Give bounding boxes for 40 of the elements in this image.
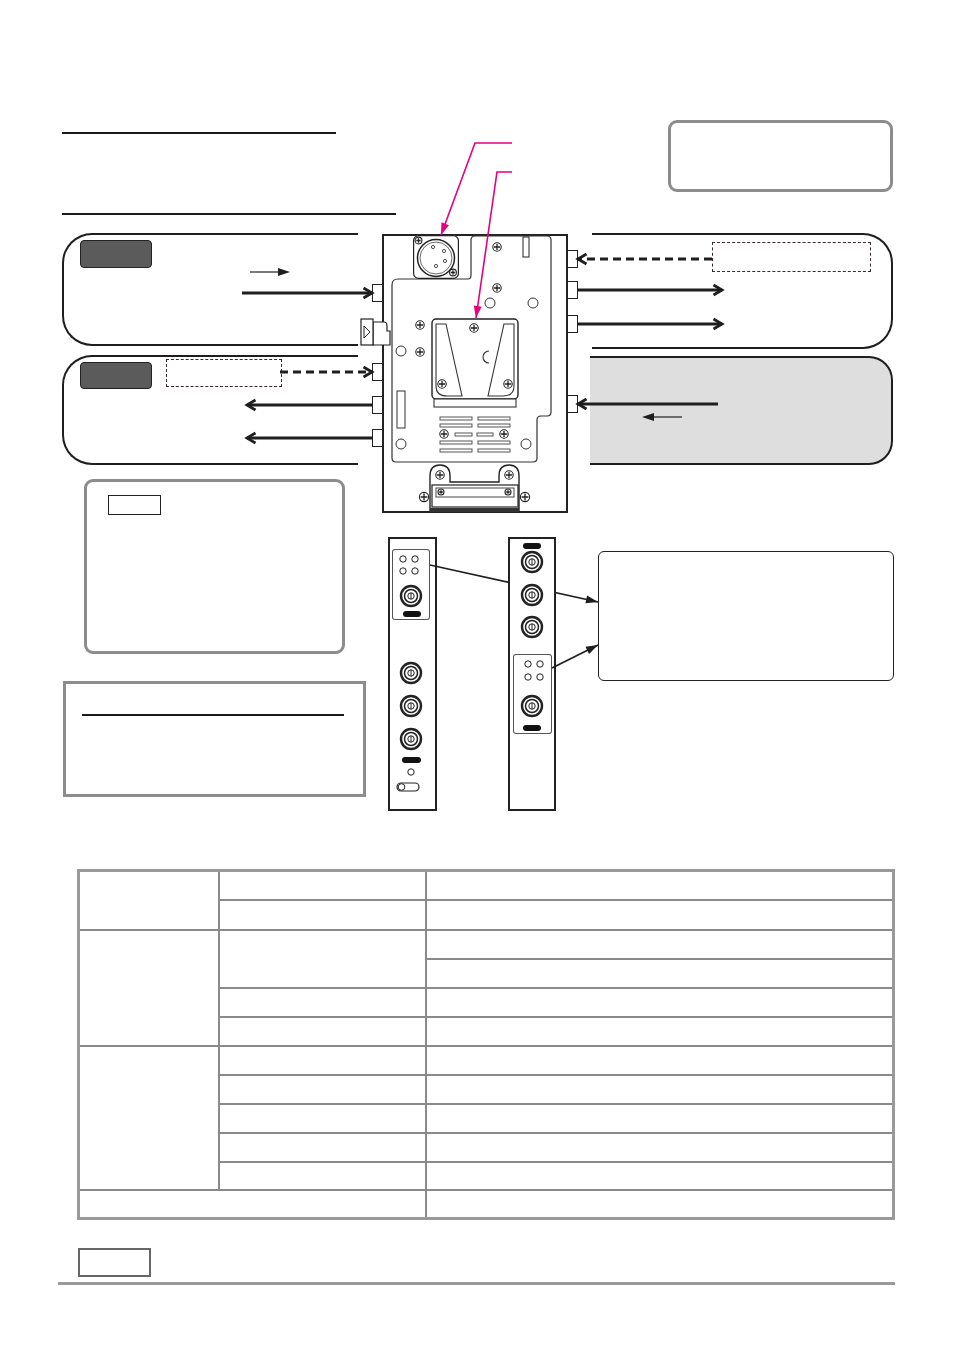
rounded-box	[84, 479, 345, 654]
connector-group-box	[392, 549, 430, 620]
mount-plate-drawing	[431, 318, 519, 408]
small-box	[108, 495, 161, 515]
arrow	[245, 431, 372, 445]
side-panel	[388, 537, 437, 811]
port-tab	[567, 281, 578, 299]
small-box	[78, 1248, 151, 1277]
dark-tab	[80, 240, 152, 268]
arrow	[576, 397, 718, 411]
arrow	[245, 398, 372, 412]
port-tab	[567, 395, 578, 413]
framed-box	[63, 681, 366, 797]
port-tab	[372, 363, 383, 381]
rounded-panel	[62, 233, 358, 346]
arrow	[578, 317, 724, 331]
port-tab	[567, 250, 578, 268]
arrow	[578, 283, 724, 297]
connector-group-box	[513, 654, 552, 734]
side-panel	[508, 537, 556, 811]
rounded-box	[668, 120, 893, 192]
callout-box	[598, 551, 894, 681]
shaded-panel	[590, 356, 893, 465]
leader-line	[473, 171, 513, 319]
dashed-arrow	[280, 365, 374, 379]
round-connector-drawing	[413, 235, 459, 279]
rounded-panel	[592, 233, 893, 349]
arrow	[551, 644, 599, 669]
arrow	[429, 564, 599, 604]
port-tab	[372, 284, 383, 302]
leader-line	[440, 142, 513, 236]
dashed-box	[712, 242, 871, 272]
port-tab	[567, 315, 578, 333]
arrow	[242, 286, 374, 300]
dashed-box	[166, 359, 282, 387]
port-tab	[372, 429, 383, 447]
rounded-panel	[62, 355, 358, 465]
port-tab	[372, 396, 383, 414]
dark-tab	[80, 362, 152, 389]
dashed-arrow	[576, 252, 712, 266]
